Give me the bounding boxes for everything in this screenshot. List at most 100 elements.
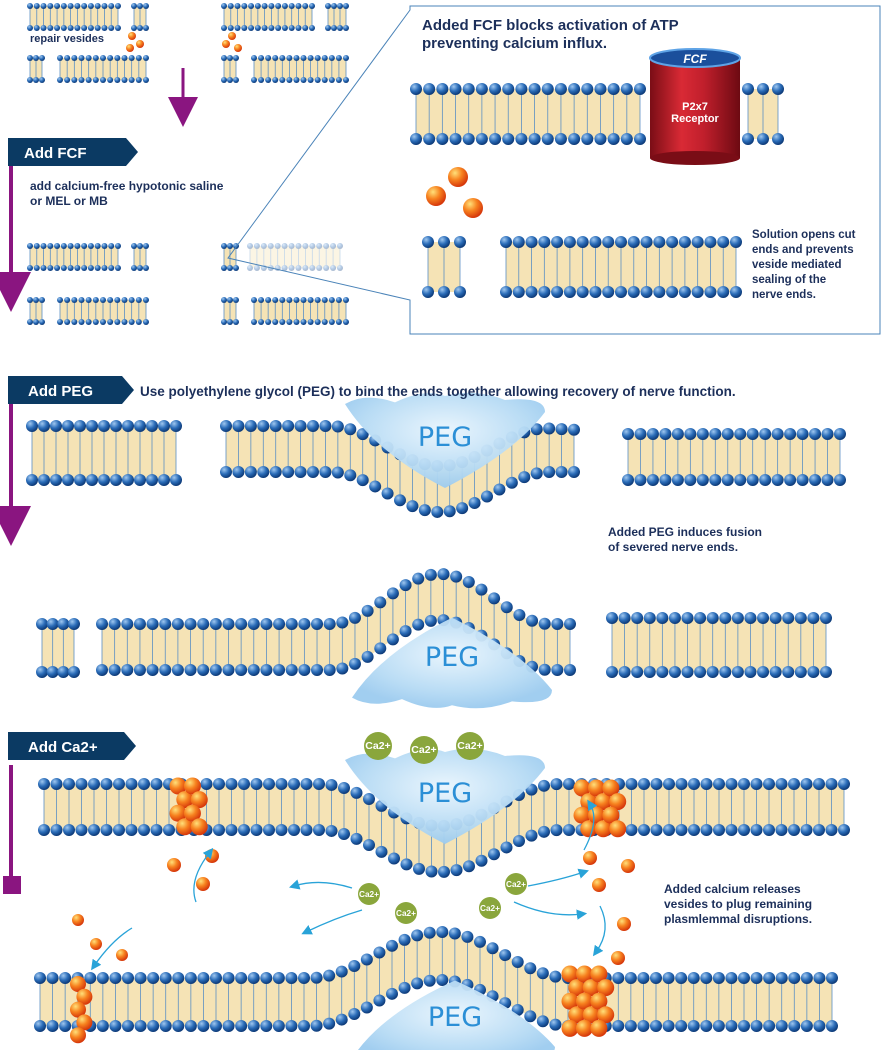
fcf-cap-label: FCF bbox=[683, 52, 707, 66]
peg-label: PEG bbox=[425, 642, 479, 673]
tab-add-ca: Add Ca2+ bbox=[8, 732, 136, 760]
vesicle-icon bbox=[222, 40, 230, 48]
peg-blob-icon: PEG bbox=[345, 392, 545, 488]
calcium-ion-label: Ca2+ bbox=[480, 904, 500, 913]
membrane-segment bbox=[27, 243, 121, 271]
vesicle-icon bbox=[561, 992, 579, 1010]
tab-label: Add Ca2+ bbox=[28, 739, 98, 756]
fcf-description-line: or MEL or MB bbox=[30, 194, 108, 208]
receptor-label-line1: P2x7 bbox=[682, 101, 708, 113]
membrane-segment bbox=[422, 236, 466, 298]
vesicle-icon bbox=[575, 965, 593, 983]
vesicle-icon bbox=[190, 791, 208, 809]
curved-arrow-icon bbox=[193, 847, 214, 903]
vesicle-icon bbox=[190, 818, 208, 836]
membrane-layer bbox=[26, 3, 850, 1032]
vesicle-icon bbox=[136, 40, 144, 48]
vesicle-icon bbox=[448, 167, 468, 187]
vesicle-icon bbox=[561, 1019, 579, 1037]
vesicle-icon bbox=[592, 878, 606, 892]
membrane-segment bbox=[325, 3, 349, 31]
calcium-ion-icon: Ca2+ bbox=[410, 736, 438, 764]
vesicle-icon bbox=[128, 32, 136, 40]
vesicle-layer bbox=[70, 32, 635, 1044]
note-line: nerve ends. bbox=[752, 289, 816, 301]
calcium-ion-icon: Ca2+ bbox=[479, 897, 501, 919]
curved-arrow-icon bbox=[583, 799, 598, 851]
tab-add-peg: Add PEG bbox=[8, 376, 134, 404]
vesicle-icon bbox=[594, 820, 612, 838]
vesicle-icon bbox=[234, 44, 242, 52]
step-end-square bbox=[3, 876, 21, 894]
membrane-segment bbox=[27, 55, 45, 83]
note-line: sealing of the bbox=[752, 274, 826, 286]
peg-label: PEG bbox=[418, 778, 472, 809]
calcium-ion-icon: Ca2+ bbox=[395, 902, 417, 924]
membrane-segment bbox=[221, 55, 239, 83]
vesicle-icon bbox=[573, 806, 591, 824]
calcium-ion-icon: Ca2+ bbox=[505, 873, 527, 895]
vesicle-icon bbox=[126, 44, 134, 52]
calcium-ion-label: Ca2+ bbox=[365, 740, 390, 752]
vesicle-icon bbox=[169, 777, 187, 795]
vesicle-icon bbox=[196, 877, 210, 891]
curved-arrow-icon bbox=[91, 927, 133, 971]
vesicle-icon bbox=[76, 1014, 93, 1031]
calcium-ion-icon: Ca2+ bbox=[364, 732, 392, 760]
peg-blob-icon: PEG bbox=[352, 617, 552, 709]
vesicle-icon bbox=[90, 938, 102, 950]
note-line: Solution opens cut bbox=[752, 229, 856, 241]
curved-arrow-icon bbox=[592, 905, 606, 957]
vesicle-icon bbox=[463, 198, 483, 218]
tab-label: Add FCF bbox=[24, 145, 86, 162]
membrane-segment bbox=[221, 3, 315, 31]
membrane-segment bbox=[57, 55, 149, 83]
peg-layer: PEG PEG PEG PEG bbox=[345, 392, 555, 1050]
peg-label: PEG bbox=[418, 422, 472, 453]
tab-add-fcf: Add FCF bbox=[8, 138, 138, 166]
inset-callout bbox=[227, 5, 881, 335]
membrane-segment bbox=[251, 297, 349, 325]
calcium-ion-label: Ca2+ bbox=[411, 744, 436, 756]
calcium-ion-label: Ca2+ bbox=[457, 740, 482, 752]
vesicle-icon bbox=[183, 804, 201, 822]
calcium-layer: Ca2+ Ca2+ Ca2+ Ca2+ Ca2+ Ca2+ Ca2+ bbox=[91, 732, 606, 971]
vesicle-icon bbox=[70, 1001, 86, 1018]
membrane-segment bbox=[500, 236, 742, 298]
vesicle-icon bbox=[575, 1019, 593, 1037]
vesicle-icon bbox=[116, 949, 128, 961]
membrane-segment-curved bbox=[34, 926, 838, 1032]
curved-arrow-icon bbox=[527, 868, 589, 887]
peg-blob-icon: PEG bbox=[358, 980, 555, 1050]
note-line: vesides to plug remaining bbox=[664, 897, 812, 911]
membrane-segment bbox=[622, 428, 846, 486]
membrane-segment bbox=[131, 3, 149, 31]
receptor-label-line2: Receptor bbox=[671, 113, 719, 125]
vesicle-icon bbox=[568, 1006, 586, 1024]
vesicle-icon bbox=[594, 793, 612, 811]
vesicle-icon bbox=[617, 917, 631, 931]
peg-description: Use polyethylene glycol (PEG) to bind th… bbox=[140, 384, 736, 399]
vesicle-icon bbox=[621, 859, 635, 873]
membrane-segment bbox=[26, 420, 182, 486]
step-arrows bbox=[0, 68, 198, 894]
membrane-segment bbox=[221, 297, 239, 325]
vesicle-icon bbox=[169, 804, 187, 822]
vesicle-icon bbox=[582, 979, 600, 997]
note-line: Added calcium releases bbox=[664, 882, 801, 896]
vesicle-icon bbox=[597, 1006, 615, 1024]
vesicle-icon bbox=[597, 979, 615, 997]
curved-arrow-icon bbox=[301, 909, 363, 935]
membrane-segment bbox=[131, 243, 149, 271]
vesicle-icon bbox=[609, 793, 627, 811]
calcium-ion-icon: Ca2+ bbox=[358, 883, 380, 905]
calcium-ion-label: Ca2+ bbox=[506, 880, 526, 889]
vesicle-icon bbox=[176, 791, 194, 809]
vesicle-icon bbox=[176, 818, 194, 836]
inset-title-line: preventing calcium influx. bbox=[422, 35, 607, 52]
p2x7-receptor-icon: FCF P2x7 Receptor bbox=[649, 48, 741, 165]
inset-title: Added FCF blocks activation of ATP preve… bbox=[422, 17, 679, 52]
